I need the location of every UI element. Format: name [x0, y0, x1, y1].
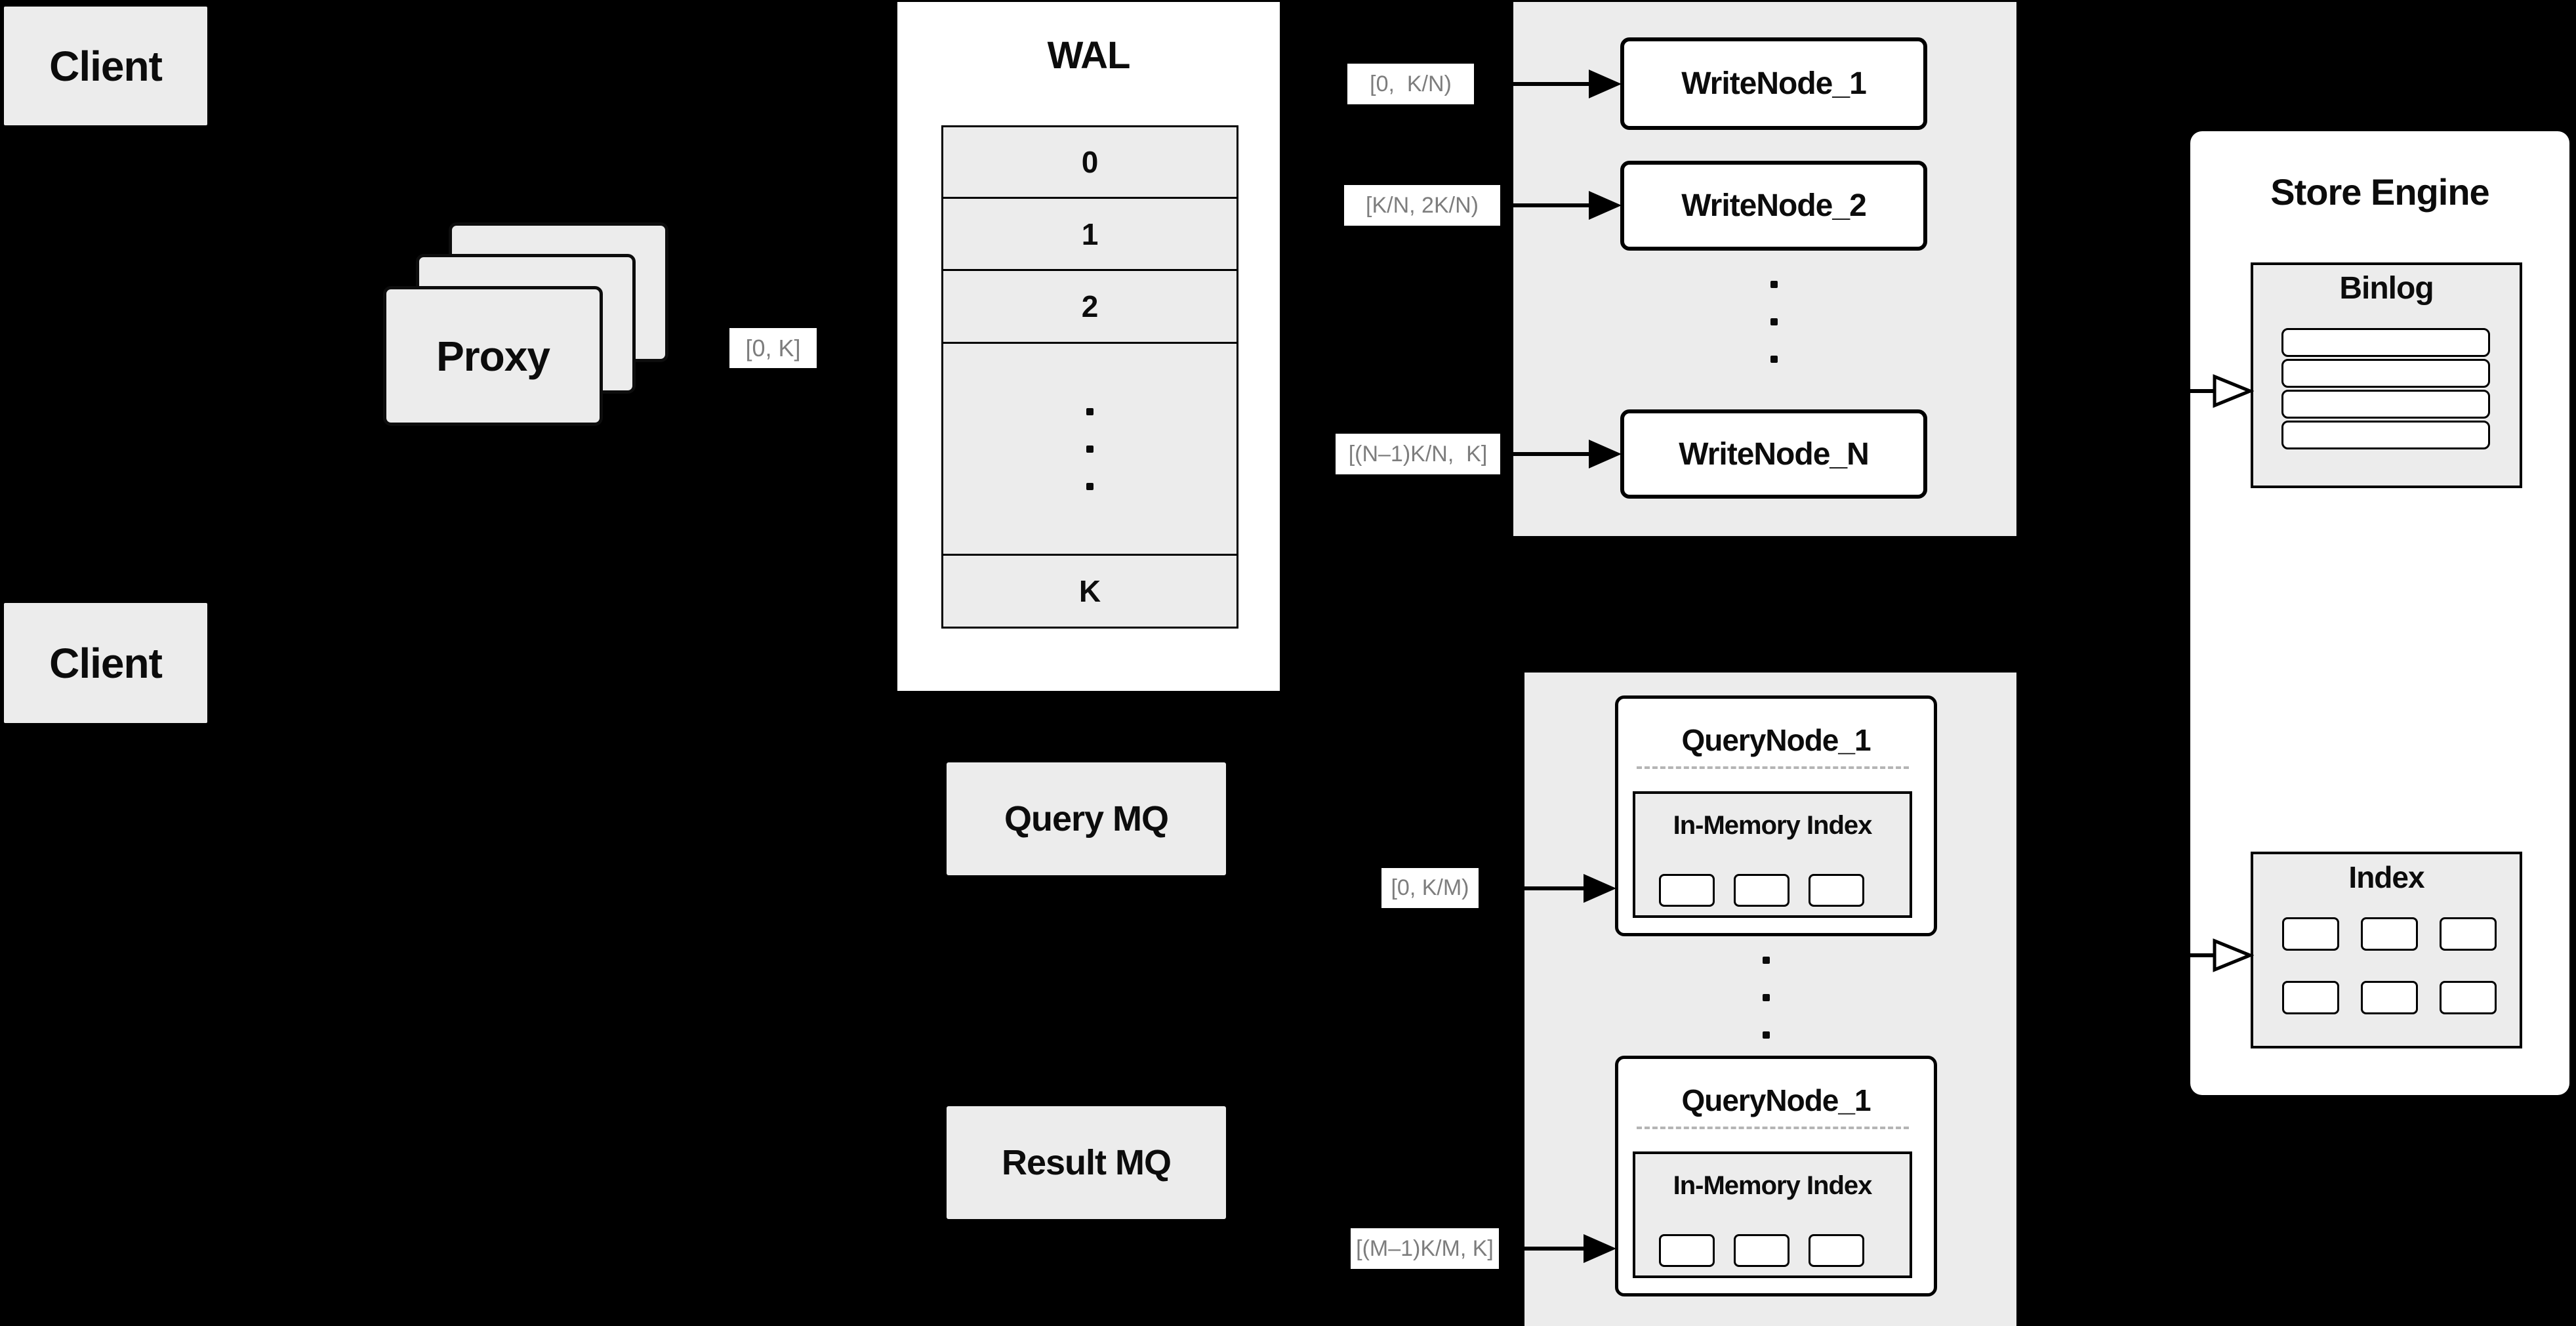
arrow-line-write-2	[1500, 203, 1589, 207]
ellipsis-dot	[1762, 993, 1770, 1001]
wal-row-2: 2	[943, 271, 1237, 344]
arrowhead-query-1	[1584, 874, 1616, 903]
query-node-bottom-box: QueryNode_1 In-Memory Index	[1615, 1056, 1937, 1296]
binlog-title: Binlog	[2339, 271, 2434, 306]
arrowhead-write-2	[1589, 191, 1622, 220]
range-label-write-1: [0, K/N)	[1347, 64, 1474, 104]
binlog-box: Binlog	[2251, 262, 2522, 488]
ellipsis-dot	[1762, 1031, 1770, 1039]
segment-cell	[1659, 874, 1715, 907]
index-title: Index	[2348, 860, 2424, 894]
dashed-divider	[1637, 1127, 1909, 1129]
wal-box: WAL 0 1 2 K	[897, 2, 1280, 691]
index-box: Index	[2251, 852, 2522, 1048]
ellipsis-dot	[1086, 482, 1094, 490]
index-cell	[2282, 981, 2339, 1014]
arrowhead-query-m	[1584, 1234, 1616, 1263]
wal-ellipsis-row	[943, 344, 1237, 556]
ellipsis-dot	[1770, 318, 1778, 325]
query-mq-box: Query MQ	[947, 762, 1226, 875]
binlog-row	[2281, 421, 2490, 449]
wal-row-k: K	[943, 556, 1237, 627]
hollow-arrow-to-binlog	[2186, 374, 2254, 408]
index-cell	[2361, 917, 2418, 951]
in-memory-index-title: In-Memory Index	[1673, 811, 1873, 840]
segment-cell	[1809, 874, 1864, 907]
arrowhead-write-n	[1589, 440, 1622, 468]
binlog-row	[2281, 328, 2490, 357]
range-label-write-2: [K/N, 2K/N)	[1344, 185, 1500, 226]
write-node-n-box: WriteNode_N	[1620, 409, 1927, 499]
store-engine-box: Store Engine Binlog Index	[2190, 131, 2569, 1095]
index-cell	[2440, 917, 2497, 951]
wal-row-1: 1	[943, 199, 1237, 271]
write-node-1-box: WriteNode_1	[1620, 37, 1927, 130]
in-memory-index-box: In-Memory Index	[1633, 791, 1912, 918]
arrow-line-query-m	[1499, 1247, 1584, 1251]
in-memory-index-box: In-Memory Index	[1633, 1151, 1912, 1278]
wal-title: WAL	[1047, 34, 1131, 77]
in-memory-index-title: In-Memory Index	[1673, 1171, 1873, 1200]
arrow-line-query-1	[1479, 886, 1584, 890]
range-label-query-1: [0, K/M)	[1381, 868, 1479, 908]
binlog-row	[2281, 359, 2490, 388]
result-mq-box: Result MQ	[947, 1106, 1226, 1219]
arrow-line-write-1	[1474, 82, 1589, 86]
query-node-top-box: QueryNode_1 In-Memory Index	[1615, 695, 1937, 936]
store-engine-title: Store Engine	[2270, 171, 2489, 213]
range-label-proxy-to-wal: [0, K]	[729, 328, 817, 368]
arrowhead-write-1	[1589, 70, 1622, 98]
query-node-bottom-title: QueryNode_1	[1681, 1083, 1871, 1117]
query-node-top-title: QueryNode_1	[1681, 723, 1871, 757]
index-cell	[2361, 981, 2418, 1014]
hollow-arrow-to-index	[2186, 938, 2254, 972]
query-nodes-ellipsis	[1753, 955, 1779, 1040]
ellipsis-dot	[1762, 956, 1770, 964]
index-cell	[2440, 981, 2497, 1014]
segment-cell	[1734, 874, 1789, 907]
segment-cell	[1659, 1234, 1715, 1267]
proxy-box: Proxy	[383, 286, 603, 426]
ellipsis-dot	[1770, 280, 1778, 288]
dashed-divider	[1637, 766, 1909, 769]
segment-cell	[1809, 1234, 1864, 1267]
binlog-row	[2281, 390, 2490, 419]
ellipsis-dot	[1086, 407, 1094, 415]
range-label-query-m: [(M–1)K/M, K]	[1351, 1228, 1499, 1269]
segment-cell	[1734, 1234, 1789, 1267]
ellipsis-dot	[1770, 355, 1778, 363]
client-top-box: Client	[4, 7, 207, 125]
client-bottom-box: Client	[4, 603, 207, 723]
ellipsis-dot	[1086, 445, 1094, 453]
wal-row-0: 0	[943, 127, 1237, 199]
arrow-line-write-n	[1500, 452, 1589, 456]
write-nodes-ellipsis	[1761, 279, 1787, 364]
write-node-2-box: WriteNode_2	[1620, 161, 1927, 251]
wal-partition-table: 0 1 2 K	[941, 125, 1238, 629]
index-cell	[2282, 917, 2339, 951]
range-label-write-n: [(N–1)K/N, K]	[1336, 434, 1500, 474]
